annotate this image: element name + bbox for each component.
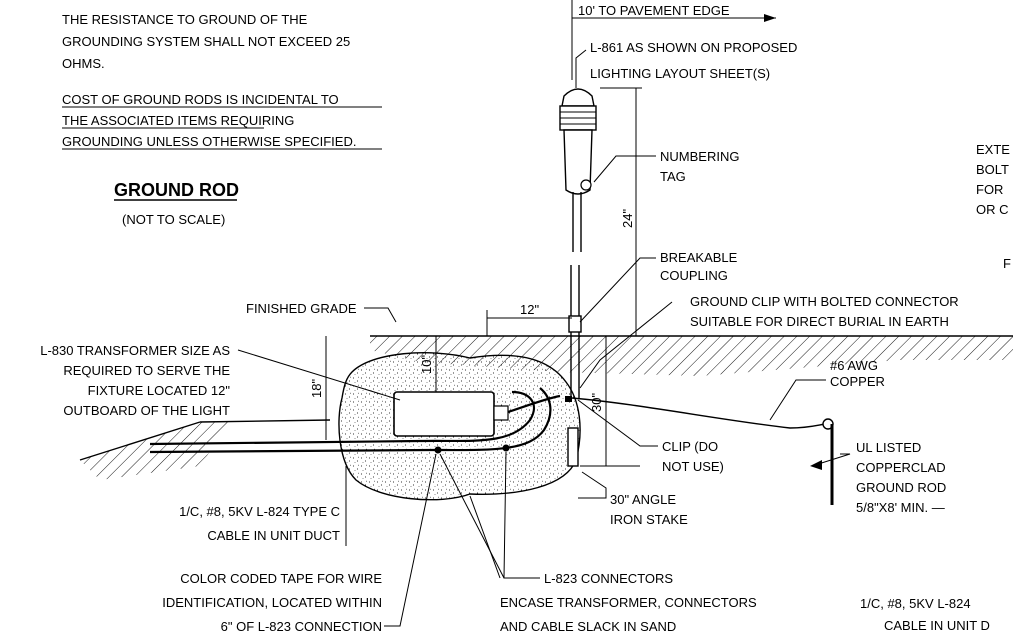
breakable-label-2: COUPLING [660, 268, 728, 283]
cable-lower [149, 387, 552, 454]
unit-duct-cables [149, 387, 552, 454]
lens-dome [561, 88, 595, 107]
l830-transformer [393, 391, 561, 454]
l861-light-fixture [559, 88, 597, 467]
tape-label-3: 6" OF L-823 CONNECTION [221, 619, 382, 634]
dimensions: 10' TO PAVEMENT EDGE 24" 12" 10" 18" 30" [309, 0, 776, 467]
fixture-body [563, 129, 593, 195]
finished-grade-label: FINISHED GRADE [246, 301, 357, 316]
transformer-bushing [493, 405, 509, 421]
transformer-label-2: REQUIRED TO SERVE THE [63, 363, 230, 378]
l861-label-2: LIGHTING LAYOUT SHEET(S) [590, 66, 770, 81]
copper-label-2: COPPER [830, 374, 885, 389]
ground-clip-label-2: SUITABLE FOR DIRECT BURIAL IN EARTH [690, 314, 949, 329]
leader-no-use-clip [577, 399, 658, 447]
note-cost-line-3: GROUNDING UNLESS OTHERWISE SPECIFIED. [62, 134, 356, 149]
connectors-label: L-823 CONNECTORS [544, 571, 673, 586]
title-block: GROUND ROD (NOT TO SCALE) [114, 180, 239, 227]
dim-pavement-label: 10' TO PAVEMENT EDGE [578, 3, 730, 18]
arrow-head [764, 14, 776, 22]
partial-label-1: EXTE [976, 142, 1010, 157]
grounding-assembly [571, 397, 834, 505]
partial-label-4: OR C [976, 202, 1009, 217]
callouts: L-861 AS SHOWN ON PROPOSED LIGHTING LAYO… [40, 40, 1011, 634]
note-resistance-line-2: GROUNDING SYSTEM SHALL NOT EXCEED 25 [62, 34, 350, 49]
connector-dot [502, 444, 510, 452]
leader-l861 [575, 49, 587, 88]
leader-tape [384, 453, 437, 627]
leader-rod [811, 453, 851, 467]
dim-30-label: 30" [589, 393, 604, 412]
transformer-body [393, 391, 495, 437]
cable-upper [149, 390, 536, 446]
l861-label-1: L-861 AS SHOWN ON PROPOSED [590, 40, 797, 55]
ul-rod-label-3: GROUND ROD [856, 480, 946, 495]
leader-clip [579, 301, 673, 389]
copper-label-1: #6 AWG [830, 358, 878, 373]
note-cost-line-2: THE ASSOCIATED ITEMS REQUIRING [62, 113, 294, 128]
transformer-label-3: FIXTURE LOCATED 12" [88, 383, 231, 398]
transformer-label-4: OUTBOARD OF THE LIGHT [63, 403, 230, 418]
notes-block: THE RESISTANCE TO GROUND OF THE GROUNDIN… [62, 12, 382, 150]
dim-24-label: 24" [620, 209, 635, 228]
trench-line [199, 419, 331, 423]
leader-breakable [579, 257, 656, 323]
stake-label-1: 30" ANGLE [610, 492, 676, 507]
ground-clip-label-1: GROUND CLIP WITH BOLTED CONNECTOR [690, 294, 959, 309]
leader-transformer [237, 349, 401, 401]
leader-connectors-2 [439, 453, 505, 579]
numbering-label-1: NUMBERING [660, 149, 739, 164]
leader-grade [364, 307, 397, 323]
partial-label-3: FOR [976, 182, 1003, 197]
cable-label-2: CABLE IN UNIT DUCT [207, 528, 340, 543]
breakable-coupling [568, 315, 582, 333]
dim-18-label: 18" [309, 379, 324, 398]
leader-lines [237, 49, 851, 627]
stake-label-2: IRON STAKE [610, 512, 688, 527]
breakable-label-1: BREAKABLE [660, 250, 738, 265]
leader-copper [769, 379, 826, 421]
leader-numbering [593, 155, 656, 183]
tape-label-1: COLOR CODED TAPE FOR WIRE [180, 571, 382, 586]
clip-label-2: NOT USE) [662, 459, 724, 474]
ul-rod-label-1: UL LISTED [856, 440, 921, 455]
ground-clip [565, 396, 572, 402]
encase-label-1: ENCASE TRANSFORMER, CONNECTORS [500, 595, 757, 610]
note-resistance-line-3: OHMS. [62, 56, 105, 71]
detail-title: GROUND ROD [114, 180, 239, 200]
cable-label-1: 1/C, #8, 5KV L-824 TYPE C [179, 504, 340, 519]
transformer-lead [507, 394, 561, 414]
note-cost-line-1: COST OF GROUND RODS IS INCIDENTAL TO [62, 92, 339, 107]
partial-label-2: BOLT [976, 162, 1009, 177]
bottom-right-label-2: CABLE IN UNIT D [884, 618, 990, 633]
numbering-tag-icon [580, 179, 592, 191]
leader-stake [578, 471, 607, 499]
transformer-label-1: L-830 TRANSFORMER SIZE AS [40, 343, 230, 358]
copper-ground-wire [571, 397, 827, 429]
clip-label-1: CLIP (DO [662, 439, 718, 454]
connector-dot [434, 446, 442, 454]
dim-12-label: 12" [520, 302, 539, 317]
bottom-right-label-1: 1/C, #8, 5KV L-824 [860, 596, 971, 611]
partial-label-5: F [1003, 256, 1011, 271]
leader-encase [469, 495, 501, 579]
encase-label-2: AND CABLE SLACK IN SAND [500, 619, 676, 634]
dim-10-label: 10" [419, 355, 434, 374]
tape-label-2: IDENTIFICATION, LOCATED WITHIN [162, 595, 382, 610]
detail-subtitle: (NOT TO SCALE) [122, 212, 225, 227]
numbering-label-2: TAG [660, 169, 686, 184]
ul-rod-label-2: COPPERCLAD [856, 460, 946, 475]
trench-wall-line [79, 421, 201, 461]
angle-iron-stake [567, 427, 579, 467]
arrow-head [810, 460, 822, 470]
ul-rod-label-4: 5/8"X8' MIN. — [856, 500, 945, 515]
note-resistance-line-1: THE RESISTANCE TO GROUND OF THE [62, 12, 308, 27]
